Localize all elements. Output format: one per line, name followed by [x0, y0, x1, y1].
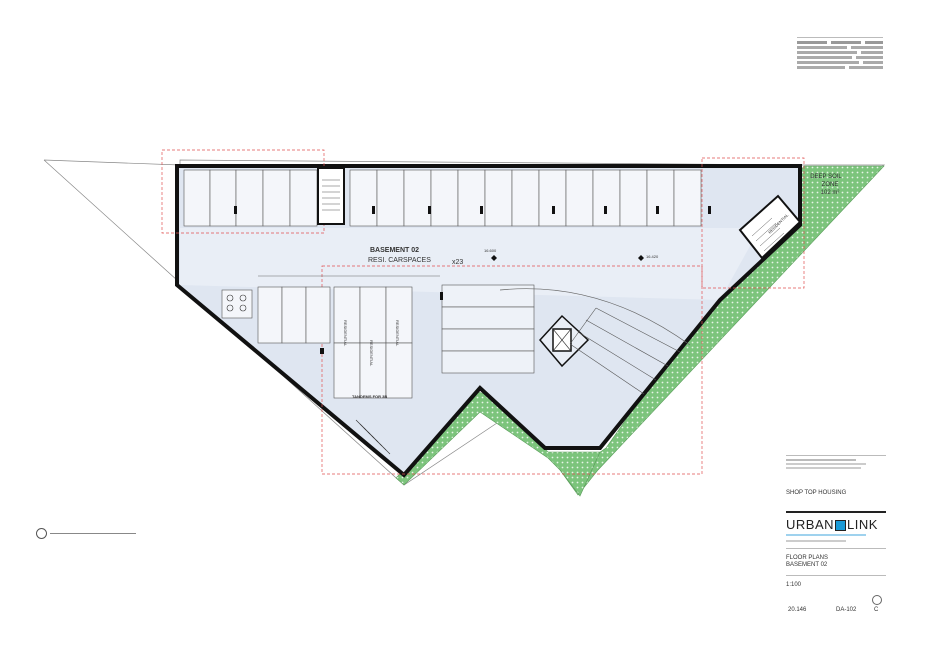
job-number: 20.146: [788, 607, 807, 613]
revision: C: [874, 607, 879, 613]
rl-level-2: 16.420: [646, 254, 659, 259]
lift-core: [539, 314, 590, 368]
firm-logo-icon: [835, 520, 847, 532]
ramp-curve: [499, 288, 691, 346]
deep-soil-area: 102 m²: [821, 190, 840, 196]
plan-reference-marker: [36, 528, 136, 540]
deep-soil-label-2: ZONE: [822, 182, 839, 188]
ventilation-grille: [355, 419, 391, 455]
parking-bays-angled: [569, 307, 681, 395]
level-title: BASEMENT 02: [370, 247, 419, 254]
space-label-residential: RESIDENTIAL: [369, 340, 374, 367]
north-arrow-icon: [872, 595, 882, 605]
basement-perimeter-wall: [175, 164, 802, 478]
car-count: x23: [452, 259, 463, 266]
bicycle-bays: [226, 294, 247, 312]
space-label-residential-2: RESIDENTIAL: [395, 320, 400, 347]
rl-markers: [491, 255, 644, 261]
parking-bays-centre: [441, 284, 535, 374]
firm-logo: URBAN LINK: [786, 517, 886, 532]
firm-name-right: LINK: [847, 517, 878, 532]
parking-bays-lower-left: [221, 286, 413, 399]
drawing-subtitle: BASEMENT 02: [786, 562, 828, 568]
setback-outlines: [161, 149, 805, 475]
structural-columns: [234, 206, 711, 354]
firm-name-left: URBAN: [786, 517, 835, 532]
drive-aisle: [180, 228, 760, 300]
stair-core-right: [738, 194, 802, 260]
space-label-residential-3: RESIDENTIAL: [343, 320, 348, 347]
title-block: SHOP TOP HOUSING URBAN LINK FLOOR PLANS B…: [786, 455, 886, 635]
drawing-scale: 1:100: [786, 582, 802, 588]
rl-level-1: 16.600: [484, 248, 497, 253]
drawing-number: DA-102: [836, 607, 857, 613]
deep-soil-label-1: DEEP SOIL: [810, 174, 842, 180]
stair-core-top: [317, 167, 345, 225]
tandem-note: TANDEMS FOR 3B: [352, 394, 387, 399]
drawing-title: FLOOR PLANS: [786, 555, 829, 561]
project-name: SHOP TOP HOUSING: [786, 490, 847, 496]
notes-legend: [797, 37, 883, 89]
level-subtitle: RESI. CARSPACES: [368, 257, 431, 264]
parking-bays-top: [183, 169, 702, 227]
deep-soil-zone-right: [559, 165, 885, 496]
